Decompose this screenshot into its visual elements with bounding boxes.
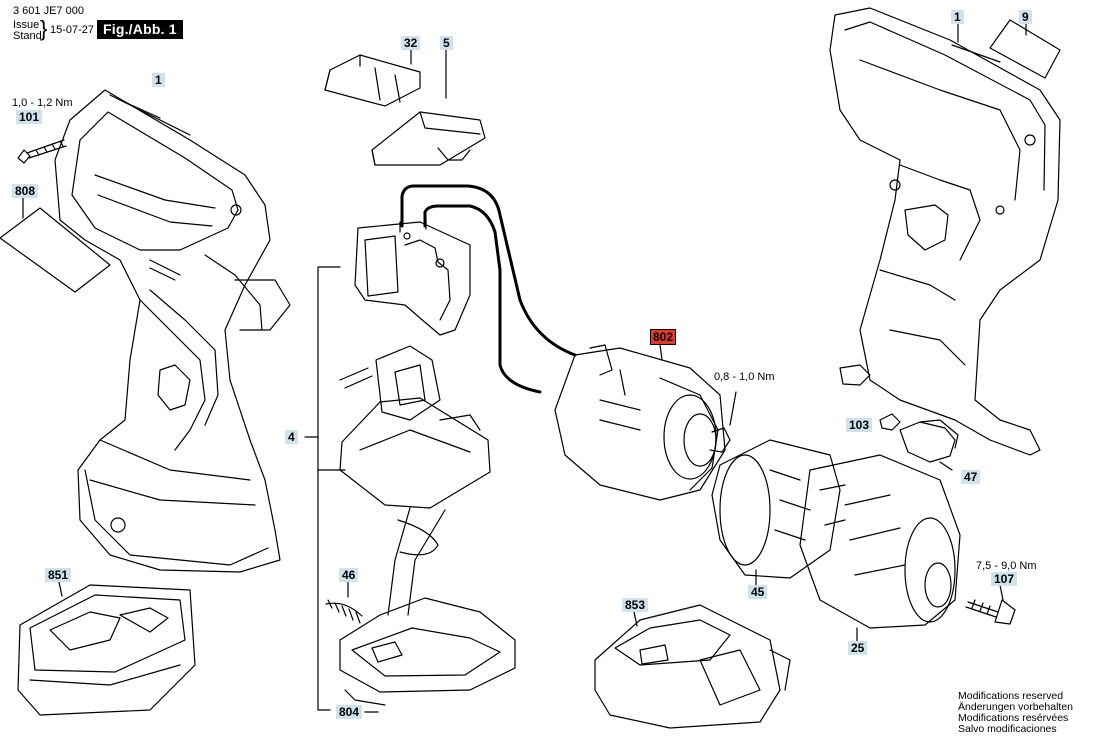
right-housing-shell: [829, 7, 1061, 456]
note-line: Modifications reserved: [958, 690, 1064, 702]
callout-part-853[interactable]: 853: [622, 598, 649, 612]
note-line: Salvo modificaciones: [958, 723, 1057, 735]
control-board: [339, 345, 491, 509]
battery-pack-851: [17, 581, 196, 716]
spring-46: [325, 581, 363, 624]
torque-spec-101: 1,0 - 1,2 Nm: [12, 97, 73, 109]
screw-107: [965, 584, 1016, 625]
modification-notes: Modifications reserved Änderungen vorbeh…: [958, 691, 1073, 735]
torque-spec-107: 7,5 - 9,0 Nm: [976, 560, 1037, 572]
brace-glyph: }: [40, 16, 48, 41]
small-parts-103-47: [879, 413, 959, 471]
callout-part-1-right[interactable]: 1: [951, 10, 964, 24]
gearbox-45: [711, 439, 841, 589]
chuck-25: [799, 454, 961, 642]
issue-date: 15-07-27: [50, 24, 95, 36]
bracket-4: [304, 266, 379, 713]
callout-part-32[interactable]: 32: [401, 36, 421, 50]
callout-part-1-left[interactable]: 1: [152, 73, 165, 87]
callout-part-808[interactable]: 808: [12, 184, 39, 198]
figure-badge: Fig./Abb. 1: [97, 20, 183, 39]
document-number: 3 601 JE7 000: [13, 5, 84, 17]
callout-part-47[interactable]: 47: [961, 470, 981, 484]
callout-part-101[interactable]: 101: [16, 110, 43, 124]
callout-part-4[interactable]: 4: [285, 430, 298, 444]
charger-853: [594, 604, 791, 729]
switch-parts: [324, 49, 486, 166]
callout-part-802[interactable]: 802: [650, 329, 677, 345]
motor-wires: [400, 184, 577, 394]
note-line: Modifications resérvées: [958, 712, 1069, 724]
stand-label: Stand: [13, 30, 42, 42]
callout-part-5[interactable]: 5: [440, 36, 453, 50]
motor-802: [554, 344, 737, 501]
callout-part-851[interactable]: 851: [45, 568, 72, 582]
callout-part-9[interactable]: 9: [1019, 10, 1032, 24]
callout-part-103[interactable]: 103: [846, 418, 873, 432]
callout-part-46[interactable]: 46: [339, 568, 359, 582]
label-808-sheet: [0, 207, 111, 293]
left-housing-shell: [54, 89, 291, 573]
callout-part-25[interactable]: 25: [848, 641, 868, 655]
callout-part-45[interactable]: 45: [748, 585, 768, 599]
callout-part-107[interactable]: 107: [991, 572, 1018, 586]
torque-spec-802: 0,8 - 1,0 Nm: [714, 371, 775, 383]
screw-101: [17, 139, 67, 164]
note-line: Änderungen vorbehalten: [958, 701, 1074, 713]
issue-label: Issue: [13, 19, 40, 31]
callout-part-804[interactable]: 804: [336, 705, 363, 719]
battery-contact-housing: [339, 507, 516, 706]
label-9-sheet: [989, 19, 1061, 79]
switch-module: [354, 218, 471, 336]
